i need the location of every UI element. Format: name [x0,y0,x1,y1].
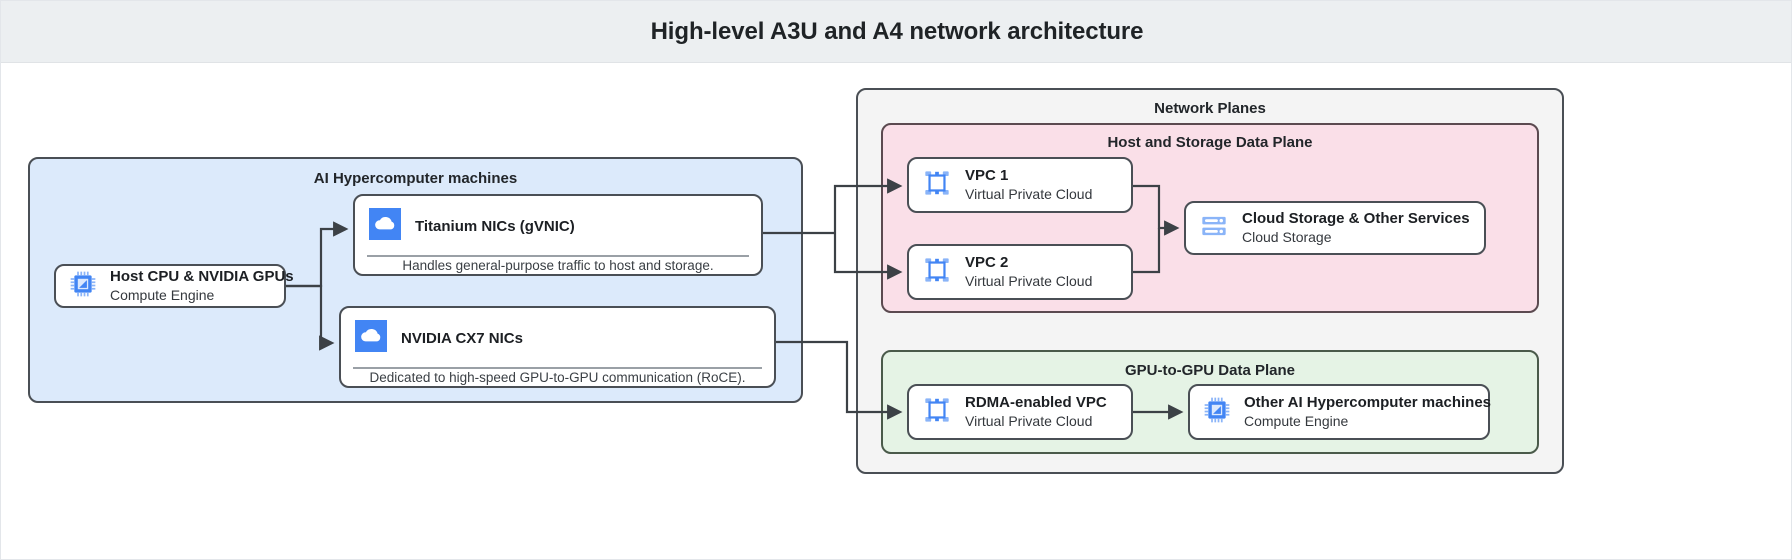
group-title-gpu-to-gpu-data-plane: GPU-to-GPU Data Plane [1124,362,1296,379]
node-subtitle: Cloud Storage [1242,228,1332,245]
node-host-cpu-gpu[interactable]: Host CPU & NVIDIA GPUs Compute Engine [54,264,294,308]
node-subtitle: Compute Engine [1244,412,1349,429]
card-title: NVIDIA CX7 NICs [401,330,523,347]
node-title: VPC 1 [965,166,1009,184]
cpu-chip-icon [70,271,96,302]
node-title: Cloud Storage & Other Services [1242,209,1470,227]
card-divider [367,255,749,257]
vpc-icon [923,256,951,289]
cloud-icon [355,320,387,357]
node-subtitle: Virtual Private Cloud [965,185,1093,202]
diagram-header: High-level A3U and A4 network architectu… [1,1,1791,63]
card-titanium-nics[interactable]: Titanium NICs (gVNIC) Handles general-pu… [353,194,763,276]
node-subtitle: Virtual Private Cloud [965,412,1093,429]
card-caption: Dedicated to high-speed GPU-to-GPU commu… [369,370,746,385]
card-caption: Handles general-purpose traffic to host … [402,258,714,273]
node-subtitle: Compute Engine [110,286,215,303]
page-title: High-level A3U and A4 network architectu… [650,17,1144,45]
node-vpc-1[interactable]: VPC 1 Virtual Private Cloud [907,157,1133,213]
node-cloud-storage[interactable]: Cloud Storage & Other Services Cloud Sto… [1184,201,1486,255]
cloud-icon [369,208,401,245]
card-header: Titanium NICs (gVNIC) [355,196,761,255]
group-title-ai-hypercomputer-machines: AI Hypercomputer machines [313,170,518,187]
card-title: Titanium NICs (gVNIC) [415,218,575,235]
card-header: NVIDIA CX7 NICs [341,308,774,367]
card-divider [353,367,762,369]
vpc-icon [923,169,951,202]
node-title: VPC 2 [965,253,1009,271]
vpc-icon [923,396,951,429]
node-other-ai-hypercomputer-machines[interactable]: Other AI Hypercomputer machines Compute … [1188,384,1492,440]
node-title: RDMA-enabled VPC [965,393,1107,411]
cloud-storage-icon [1200,212,1228,245]
node-title: Other AI Hypercomputer machines [1244,393,1492,411]
card-nvidia-cx7-nics[interactable]: NVIDIA CX7 NICs Dedicated to high-speed … [339,306,776,388]
node-rdma-enabled-vpc[interactable]: RDMA-enabled VPC Virtual Private Cloud [907,384,1133,440]
node-title: Host CPU & NVIDIA GPUs [110,267,294,285]
group-title-host-storage-data-plane: Host and Storage Data Plane [1107,134,1313,151]
node-vpc-2[interactable]: VPC 2 Virtual Private Cloud [907,244,1133,300]
node-subtitle: Virtual Private Cloud [965,272,1093,289]
group-title-network-planes: Network Planes [1154,100,1266,117]
cpu-chip-icon [1204,397,1230,428]
